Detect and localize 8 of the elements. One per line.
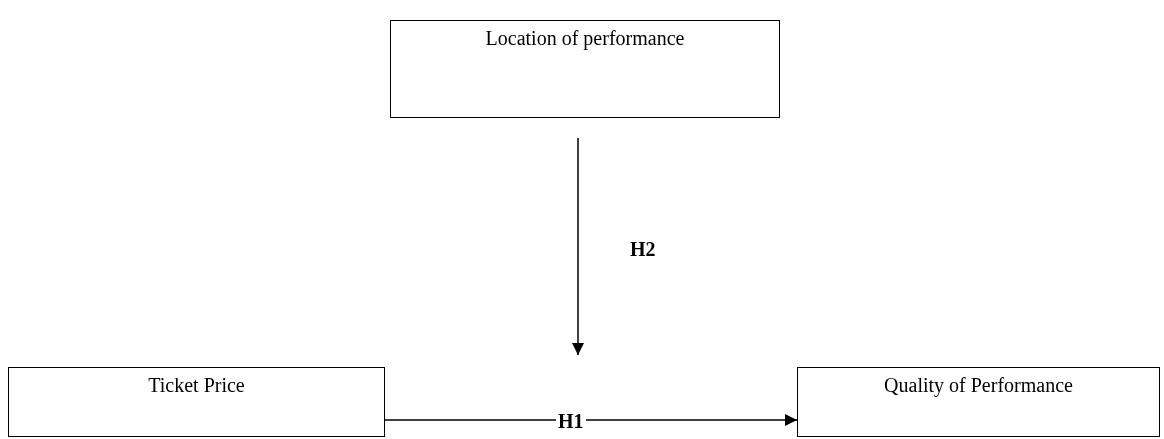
box-label: Location of performance	[484, 26, 686, 50]
box-label: Ticket Price	[147, 373, 246, 397]
concept-box	[797, 367, 1160, 437]
arrow	[572, 137, 584, 356]
arrow	[384, 414, 798, 426]
concept-box	[390, 20, 780, 118]
box-label: Quality of Performance	[883, 373, 1074, 397]
concept-box	[8, 367, 385, 437]
